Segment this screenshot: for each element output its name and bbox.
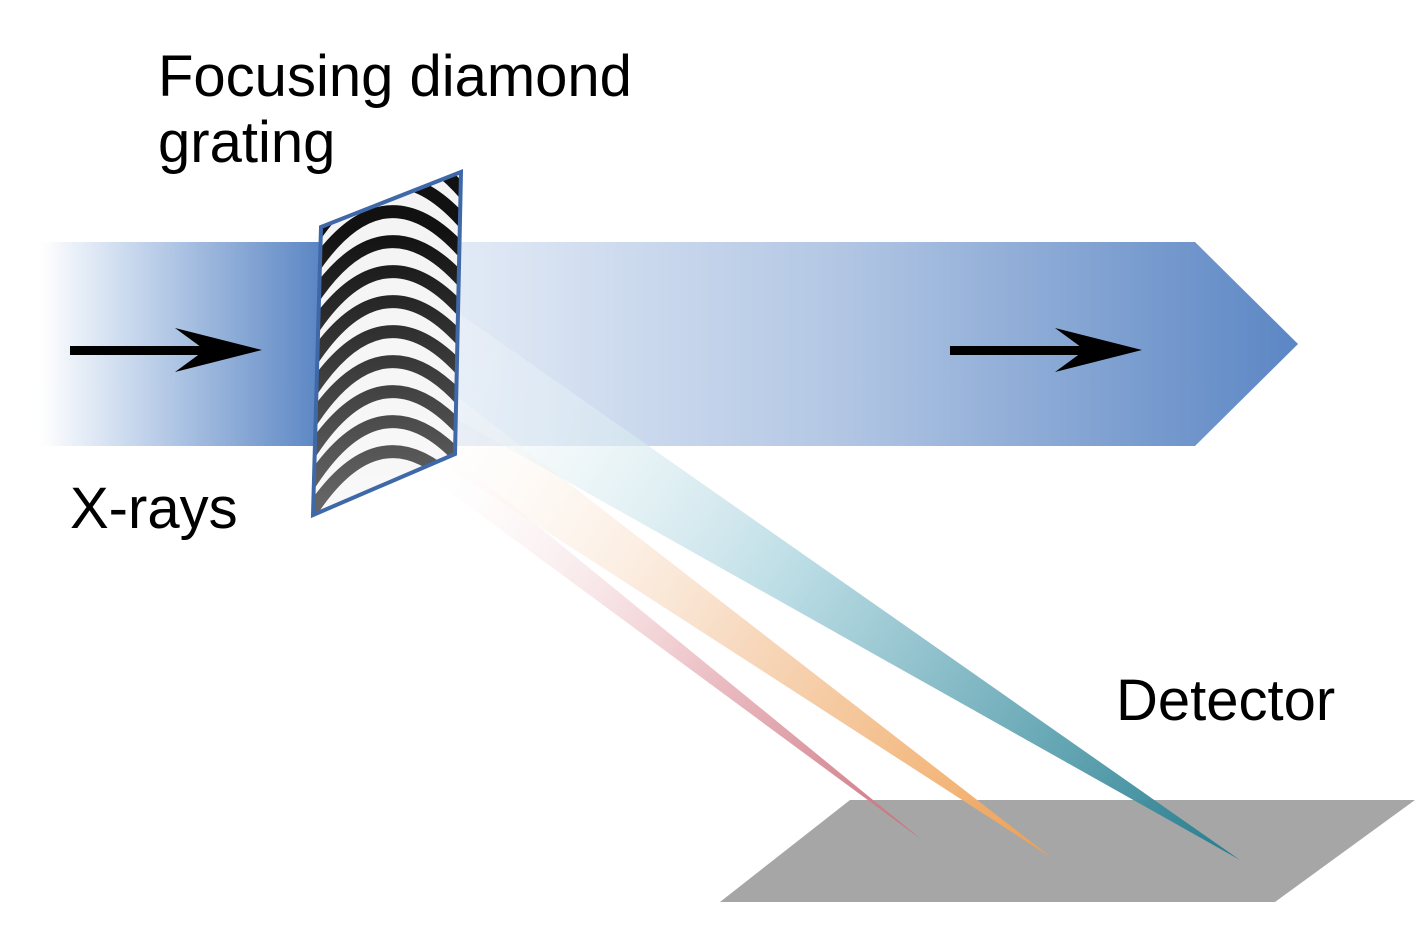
grating-label-line2: grating (158, 110, 336, 175)
diffracted-beam-red (420, 450, 922, 840)
incoming-arrow-icon (70, 328, 262, 372)
xrays-label: X-rays (70, 476, 238, 541)
transmitted-beam (450, 242, 1298, 446)
grating-label-line1: Focusing diamond (158, 44, 632, 109)
diffracted-beam-teal (440, 300, 1240, 860)
detector-label: Detector (1116, 668, 1336, 733)
diamond-grating (310, 169, 464, 519)
diffracted-beam-orange (405, 395, 1052, 858)
detector-plate (720, 800, 1415, 902)
grating-label: Focusing diamond grating (158, 44, 632, 176)
outgoing-arrow-icon (950, 328, 1142, 372)
incoming-beam (40, 242, 325, 446)
